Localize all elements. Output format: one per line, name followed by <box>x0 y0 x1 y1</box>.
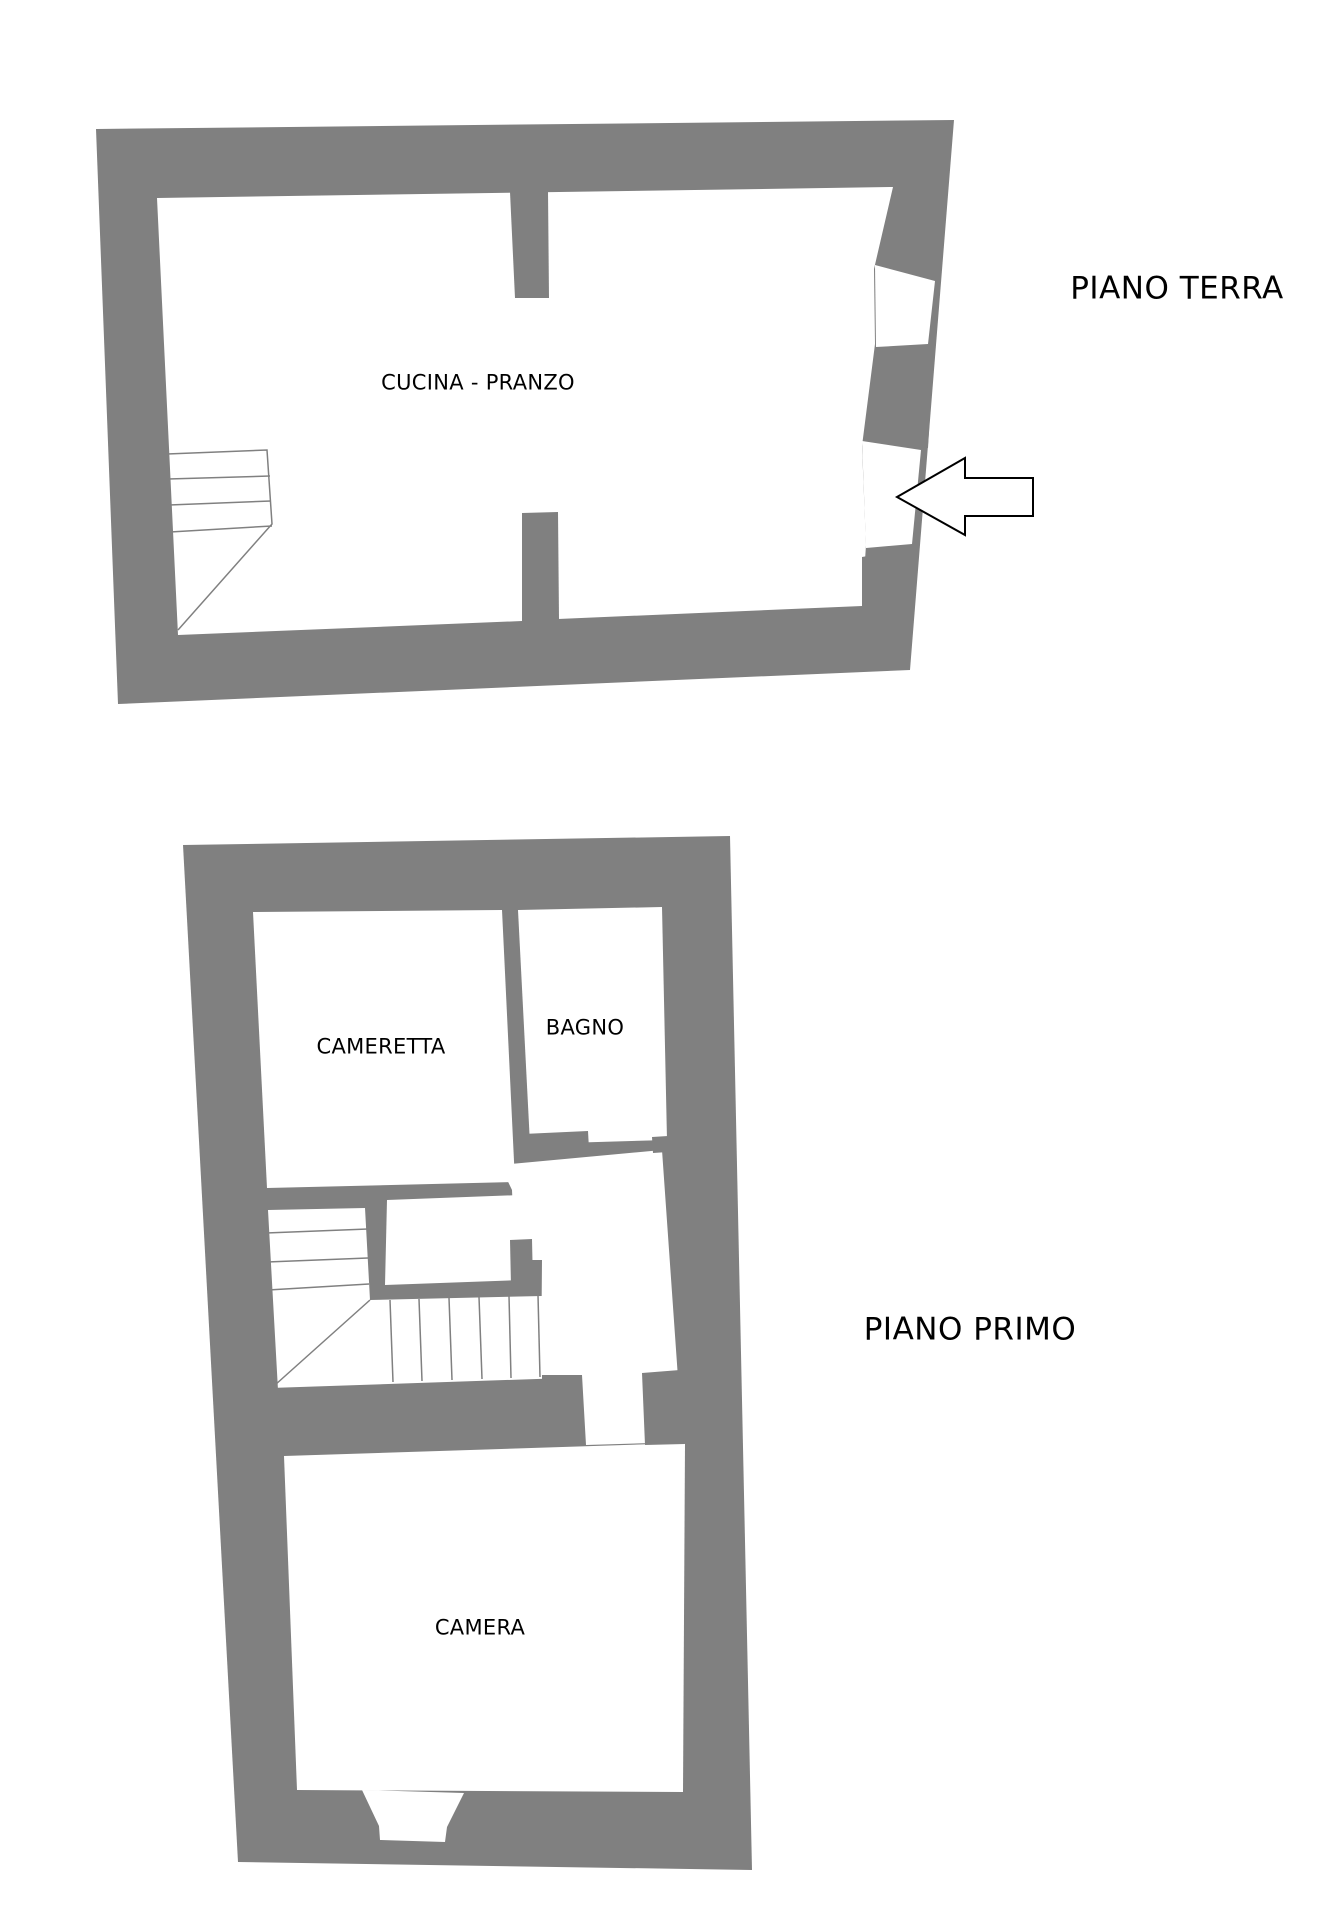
room-camera-area <box>284 1443 685 1792</box>
room-label-cameretta: CAMERETTA <box>316 1034 446 1059</box>
floor-title-piano-terra: PIANO TERRA <box>1070 270 1284 307</box>
first-floor-window <box>362 1790 464 1842</box>
ground-staircase <box>166 449 273 631</box>
ground-floor-window <box>875 265 935 347</box>
ground-partition-bottom <box>522 512 559 621</box>
room-bagno-area <box>518 907 667 1144</box>
hall-pier <box>642 1370 685 1445</box>
stair-landing-area <box>385 1195 522 1285</box>
first-floor-stairwell <box>268 1208 542 1390</box>
ground-floor-entrance-opening <box>862 441 921 548</box>
ground-wall-pier-lower <box>862 548 912 607</box>
room-label-cucina-pranzo: CUCINA - PRANZO <box>381 370 575 395</box>
stair-bottom-wall <box>270 1378 570 1452</box>
room-label-camera: CAMERA <box>434 1615 526 1640</box>
ground-wall-pier <box>876 345 934 448</box>
hall-jamb <box>652 1136 668 1153</box>
ground-floor-interior <box>157 187 893 635</box>
ground-floor-plan <box>96 120 954 704</box>
ground-partition-top <box>510 191 549 298</box>
first-floor-staircase <box>265 1228 541 1386</box>
room-label-bagno: BAGNO <box>545 1015 625 1040</box>
floor-title-piano-primo: PIANO PRIMO <box>863 1311 1077 1348</box>
stair-wall-stub <box>510 1239 533 1286</box>
first-floor-hallway <box>500 1150 678 1445</box>
arrow-left-icon <box>894 456 1034 537</box>
first-floor-plan <box>183 836 752 1870</box>
room-cameretta-area <box>253 910 515 1188</box>
bagno-door-stub <box>523 1131 589 1152</box>
